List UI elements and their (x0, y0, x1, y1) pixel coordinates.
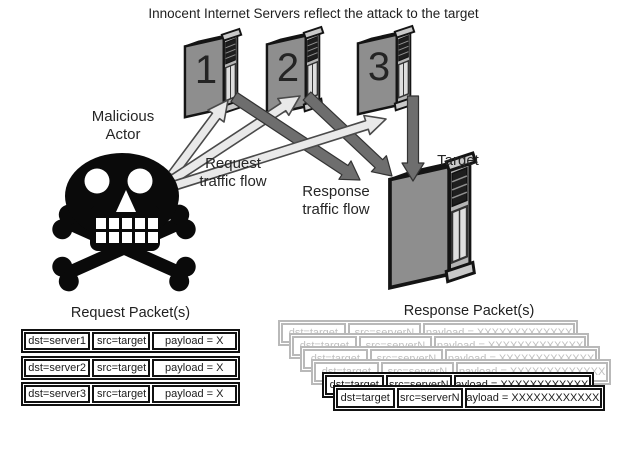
packet-src-cell: src=target (92, 332, 150, 350)
server-1-number: 1 (194, 48, 218, 92)
packet-src-cell: src=serverN (396, 388, 464, 408)
server-3-number: 3 (367, 45, 391, 89)
request-packet-row-1: dst=server1 src=target payload = X (21, 329, 240, 353)
response-arrow-from-server3 (401, 95, 425, 182)
packet-dst-cell: dst=target (336, 388, 395, 408)
packet-dst-cell: dst=server1 (24, 332, 91, 350)
skull-icon (52, 153, 196, 292)
malicious-actor-label: Malicious Actor (91, 108, 155, 144)
response-packets-title: Response Packet(s) (403, 303, 535, 319)
request-arrow-to-server3 (167, 114, 387, 193)
packet-src-cell: src=target (92, 385, 150, 403)
target-label: Target (437, 152, 479, 169)
response-packet-row-front: dst=target src=serverN payload = XXXXXXX… (333, 385, 605, 411)
target-server (388, 151, 478, 290)
request-arrow-to-server1 (167, 99, 229, 179)
response-flow-label: Response traffic flow (302, 183, 370, 219)
request-flow-label: Request traffic flow (199, 155, 267, 191)
packet-dst-cell: dst=server2 (24, 359, 91, 377)
request-packet-row-2: dst=server2 src=target payload = X (21, 356, 240, 380)
packet-payload-cell: payload = X (151, 332, 237, 350)
packet-payload-cell: payload = X (151, 359, 237, 377)
request-packets-title: Request Packet(s) (70, 305, 191, 321)
packet-src-cell: src=target (92, 359, 150, 377)
packet-payload-cell: payload = XXXXXXXXXXXXX (465, 388, 602, 408)
diagram-title: Innocent Internet Servers reflect the at… (148, 6, 479, 21)
packet-payload-cell: payload = X (151, 385, 237, 403)
request-packet-row-3: dst=server3 src=target payload = X (21, 382, 240, 406)
packet-dst-cell: dst=server3 (24, 385, 91, 403)
traffic-arrows (148, 91, 425, 193)
server-2-number: 2 (276, 46, 300, 90)
response-arrow-from-server1 (230, 91, 361, 181)
